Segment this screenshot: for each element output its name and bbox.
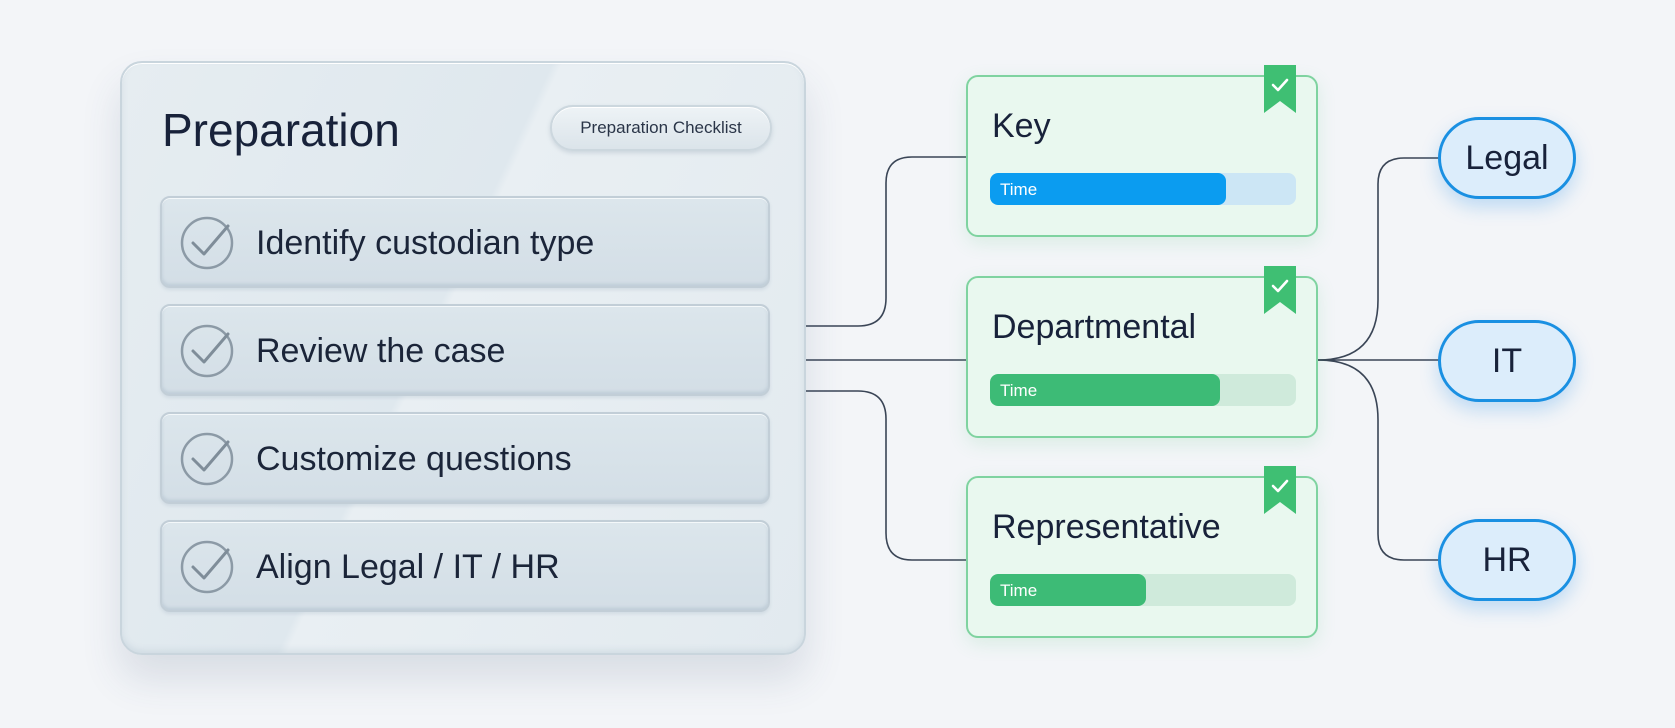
time-progress-fill — [990, 374, 1220, 406]
preparation-checklist-badge[interactable]: Preparation Checklist — [550, 105, 772, 151]
connector-to-hr — [1317, 359, 1440, 561]
checklist-item-label: Align Legal / IT / HR — [256, 548, 560, 586]
card-title: Key — [992, 107, 1051, 145]
checklist-item[interactable]: Align Legal / IT / HR — [160, 520, 770, 612]
connector-panel-to-key — [806, 156, 968, 327]
panel-title: Preparation — [162, 104, 400, 156]
bookmark-check-icon — [1264, 65, 1296, 113]
card-title: Representative — [992, 508, 1221, 546]
time-progress-bar: Time — [990, 574, 1296, 606]
check-circle-icon — [180, 216, 234, 270]
check-circle-icon — [180, 540, 234, 594]
node-legal[interactable]: Legal — [1438, 117, 1576, 199]
time-progress-bar: Time — [990, 173, 1296, 205]
preparation-panel: Preparation Preparation Checklist Identi… — [120, 61, 806, 655]
node-hr[interactable]: HR — [1438, 519, 1576, 601]
connector-panel-to-representative — [806, 390, 968, 561]
checklist-item-label: Identify custodian type — [256, 224, 595, 262]
time-progress-fill — [990, 173, 1226, 205]
checklist-item[interactable]: Review the case — [160, 304, 770, 396]
checklist-item[interactable]: Identify custodian type — [160, 196, 770, 288]
check-circle-icon — [180, 432, 234, 486]
card-key[interactable]: Key Time — [966, 65, 1318, 237]
time-progress-label: Time — [1000, 180, 1038, 199]
card-departmental[interactable]: Departmental Time — [966, 266, 1318, 438]
connector-to-legal — [1317, 157, 1440, 361]
bookmark-check-icon — [1264, 266, 1296, 314]
bookmark-check-icon — [1264, 466, 1296, 514]
time-progress-label: Time — [1000, 381, 1038, 400]
check-circle-icon — [180, 324, 234, 378]
checklist-item-label: Review the case — [256, 332, 506, 370]
time-progress-label: Time — [1000, 581, 1038, 600]
checklist-item[interactable]: Customize questions — [160, 412, 770, 504]
node-it[interactable]: IT — [1438, 320, 1576, 402]
card-representative[interactable]: Representative Time — [966, 466, 1318, 638]
time-progress-bar: Time — [990, 374, 1296, 406]
time-progress-fill — [990, 574, 1147, 606]
card-title: Departmental — [992, 308, 1197, 346]
checklist-item-label: Customize questions — [256, 440, 572, 478]
